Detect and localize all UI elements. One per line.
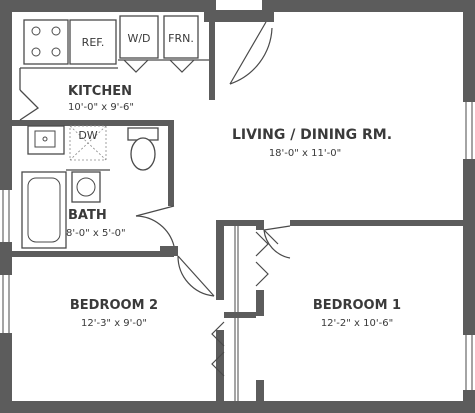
washer-dryer-label: W/D <box>127 32 150 45</box>
living-dims: 18'-0" x 11'-0" <box>269 148 341 159</box>
room-labels: KITCHEN 10'-0" x 9'-6" LIVING / DINING R… <box>66 84 401 329</box>
kitchen-name: KITCHEN <box>68 84 132 99</box>
sink <box>27 125 65 155</box>
kitchen-dims: 10'-0" x 9'-6" <box>68 102 134 113</box>
washer-dryer <box>119 15 159 59</box>
kitchen-fixtures <box>19 15 209 121</box>
dishwasher <box>69 125 107 161</box>
bedroom2-name: BEDROOM 2 <box>70 298 158 313</box>
bath-fixtures <box>21 125 159 249</box>
closets <box>211 226 279 401</box>
refrigerator <box>69 19 117 65</box>
bath-dims: 8'-0" x 5'-0" <box>66 228 126 239</box>
fixture-labels: REF. W/D FRN. DW <box>78 32 194 142</box>
bath-name: BATH <box>68 208 107 223</box>
furnace <box>163 15 199 59</box>
refrigerator-label: REF. <box>82 36 105 49</box>
doors <box>135 21 291 297</box>
bedroom1-dims: 12'-2" x 10'-6" <box>321 318 393 329</box>
stove <box>23 19 69 65</box>
living-name: LIVING / DINING RM. <box>232 127 392 143</box>
lavatory <box>71 171 101 203</box>
dishwasher-label: DW <box>78 129 97 142</box>
bedroom2-dims: 12'-3" x 9'-0" <box>81 318 147 329</box>
toilet-bowl <box>130 137 156 171</box>
interior-walls <box>12 12 463 401</box>
furnace-label: FRN. <box>168 32 194 45</box>
bedroom1-name: BEDROOM 1 <box>313 298 401 313</box>
windows <box>0 102 475 390</box>
bathtub <box>21 171 67 249</box>
